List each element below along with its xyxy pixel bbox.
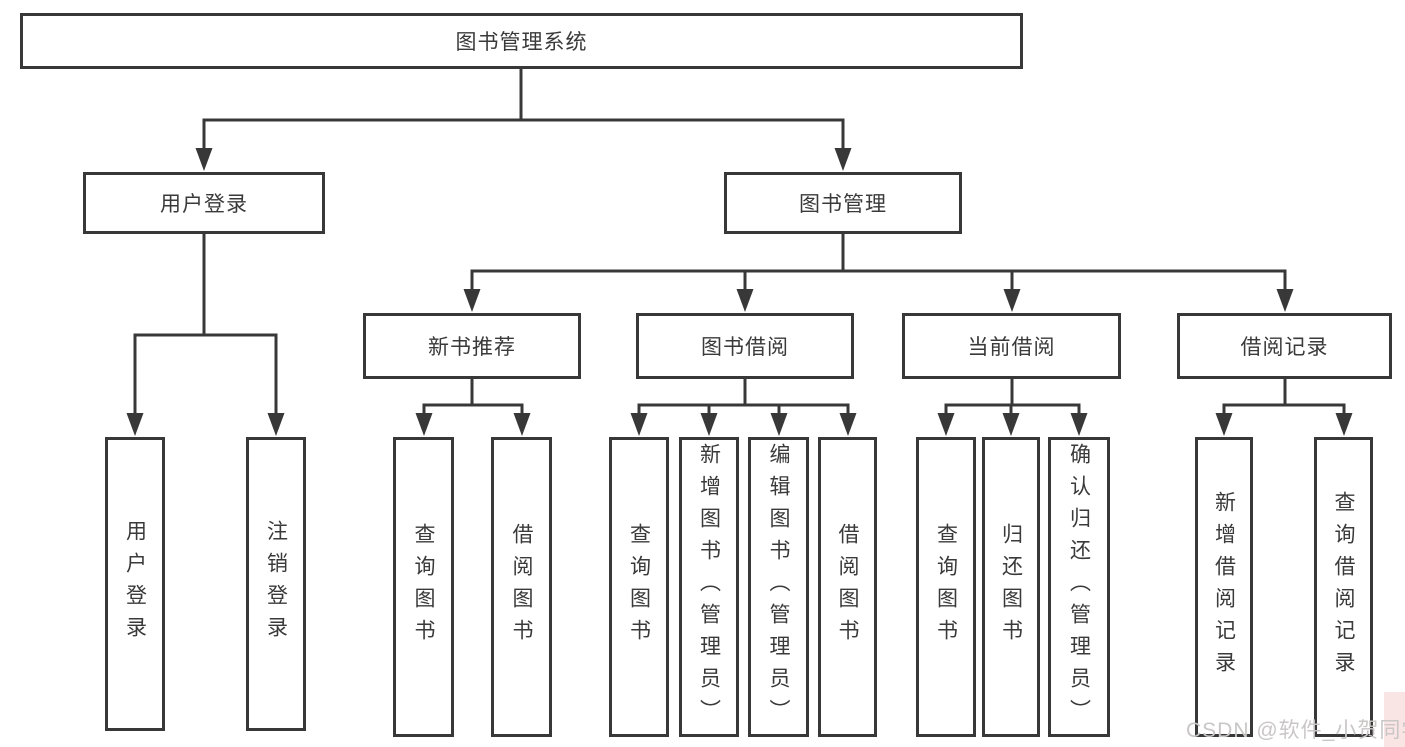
leaf-edit-books-admin: 编辑图书（管理员）: [748, 437, 809, 737]
leaf-borrow-books-label: 借阅图书: [836, 523, 860, 651]
watermark-accent: [1384, 692, 1405, 747]
leaf-logout-label: 注销登录: [264, 520, 289, 648]
leaf-add-borrow-record-label: 新增借阅记录: [1212, 491, 1237, 683]
node-new-book-recommend-label: 新书推荐: [428, 336, 516, 359]
node-user-login-label: 用户登录: [160, 193, 248, 216]
leaf-confirm-return-admin: 确认归还（管理员）: [1048, 437, 1110, 737]
leaf-user-login: 用户登录: [105, 437, 165, 731]
node-book-management-label: 图书管理: [799, 193, 887, 216]
node-borrow-records: 借阅记录: [1177, 313, 1392, 379]
leaf-recommend-borrow-books-label: 借阅图书: [510, 523, 534, 651]
node-current-borrow: 当前借阅: [902, 313, 1121, 379]
leaf-current-query-books-label: 查询图书: [934, 523, 959, 651]
leaf-return-books: 归还图书: [982, 437, 1040, 737]
leaf-borrow-query-books: 查询图书: [609, 437, 669, 737]
leaf-query-borrow-record-label: 查询借阅记录: [1332, 491, 1356, 683]
node-book-management: 图书管理: [724, 172, 962, 234]
leaf-add-books-admin: 新增图书（管理员）: [679, 437, 739, 737]
root-node-label: 图书管理系统: [455, 31, 588, 54]
node-new-book-recommend: 新书推荐: [363, 313, 581, 379]
node-book-borrow-label: 图书借阅: [701, 336, 789, 359]
leaf-query-borrow-record: 查询借阅记录: [1314, 437, 1373, 737]
leaf-recommend-borrow-books: 借阅图书: [491, 437, 552, 737]
leaf-add-books-admin-label: 新增图书（管理员）: [697, 443, 722, 731]
leaf-logout: 注销登录: [246, 437, 306, 731]
leaf-edit-books-admin-label: 编辑图书（管理员）: [767, 443, 791, 731]
node-book-borrow: 图书借阅: [636, 313, 854, 379]
leaf-user-login-label: 用户登录: [123, 520, 148, 648]
node-borrow-records-label: 借阅记录: [1240, 336, 1329, 359]
root-node-library-management-system: 图书管理系统: [20, 13, 1023, 69]
leaf-recommend-query-books: 查询图书: [393, 437, 454, 737]
leaf-borrow-query-books-label: 查询图书: [627, 523, 652, 651]
leaf-confirm-return-admin-label: 确认归还（管理员）: [1067, 443, 1092, 731]
leaf-recommend-query-books-label: 查询图书: [412, 523, 436, 651]
node-user-login: 用户登录: [83, 172, 325, 234]
leaf-current-query-books: 查询图书: [916, 437, 976, 737]
leaf-borrow-books: 借阅图书: [818, 437, 877, 737]
leaf-add-borrow-record: 新增借阅记录: [1195, 437, 1253, 737]
watermark: CSDN @软件_小贺同学: [1186, 719, 1405, 742]
leaf-return-books-label: 归还图书: [999, 523, 1024, 651]
node-current-borrow-label: 当前借阅: [967, 336, 1056, 359]
